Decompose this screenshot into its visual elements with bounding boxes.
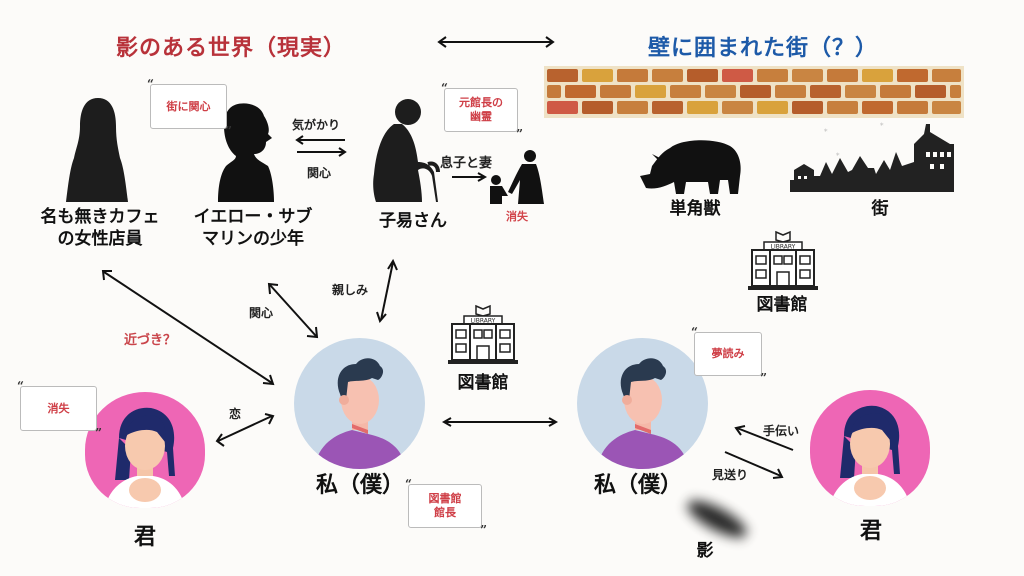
me-label-real: 私（僕）	[315, 472, 404, 498]
shadow-label: 影	[696, 541, 714, 561]
koyasu-family-arrow	[452, 172, 488, 182]
library-building-icon-town: LIBRARY	[748, 230, 818, 290]
me-avatar-real	[294, 338, 425, 469]
svg-text:LIBRARY: LIBRARY	[471, 318, 496, 325]
me-note-real: 図書館 館長	[405, 477, 487, 537]
library-label-town: 図書館	[756, 295, 808, 315]
me-note-town: 夢読み	[691, 325, 767, 385]
real-world-title: 影のある世界（現実）	[116, 35, 347, 61]
woman-avatar-icon	[830, 405, 910, 506]
boy-silhouette-icon	[218, 103, 274, 202]
relation-me-kimi-label: 恋	[229, 407, 242, 421]
kimi-label-town: 君	[859, 518, 882, 544]
woman-avatar-icon	[105, 407, 185, 508]
library-building-icon-real: LIBRARY	[448, 304, 518, 364]
brick-wall	[544, 66, 964, 118]
relation-boy-to-koyasu-label: 気がかり	[292, 118, 341, 132]
relation-me-to-kimi-label: 見送り	[712, 468, 749, 482]
kimi-avatar-real	[85, 392, 205, 508]
relation-me-koyasu-label: 親しみ	[332, 283, 369, 297]
koyasu-note: 元館長の 幽霊	[441, 81, 523, 141]
wife-and-son-silhouette-icon	[490, 150, 544, 204]
koyasu-label: 子易さん	[379, 211, 447, 231]
kimi-label-real: 君	[133, 524, 156, 550]
kimi-avatar-town	[810, 390, 930, 506]
svg-text:*: *	[836, 152, 840, 160]
worlds-double-arrow	[437, 36, 555, 48]
relation-kimi-to-me-label: 手伝い	[763, 424, 800, 438]
kimi-note-real: 消失	[17, 379, 102, 440]
koyasu-family-label: 息子と妻	[440, 156, 493, 171]
cafe-woman-silhouette-icon	[66, 98, 128, 202]
cafe-woman-label: 名も無きカフェ の女性店員	[40, 207, 160, 249]
koyasu-old-man-silhouette-icon	[373, 99, 440, 202]
boy-label: イエロー・サブ マリンの少年	[193, 207, 313, 249]
unicorn-label: 単角獣	[669, 199, 721, 219]
me-label-town: 私（僕）	[593, 472, 682, 498]
town-skyline-silhouette-icon: * * *	[790, 122, 954, 192]
man-avatar-icon	[597, 358, 689, 469]
man-avatar-icon	[314, 358, 406, 469]
boy-note: 街に関心	[147, 77, 232, 138]
library-sign-text: LIBRARY	[771, 244, 796, 251]
boy-koyasu-arrows	[295, 135, 347, 157]
svg-text:*: *	[880, 122, 884, 130]
relation-me-boy-label: 関心	[249, 306, 274, 320]
relation-me-cafe-label: 近づき？	[124, 333, 177, 348]
relation-koyasu-to-boy-label: 関心	[307, 166, 332, 180]
me-avatar-town	[577, 338, 708, 469]
family-vanished-label: 消失	[506, 210, 528, 223]
library-label-real: 図書館	[457, 373, 509, 393]
svg-text:*: *	[824, 128, 828, 136]
walled-town-title: 壁に囲まれた街（？）	[648, 35, 879, 61]
town-label: 街	[871, 199, 889, 219]
unicorn-rhino-silhouette-icon	[640, 140, 741, 194]
